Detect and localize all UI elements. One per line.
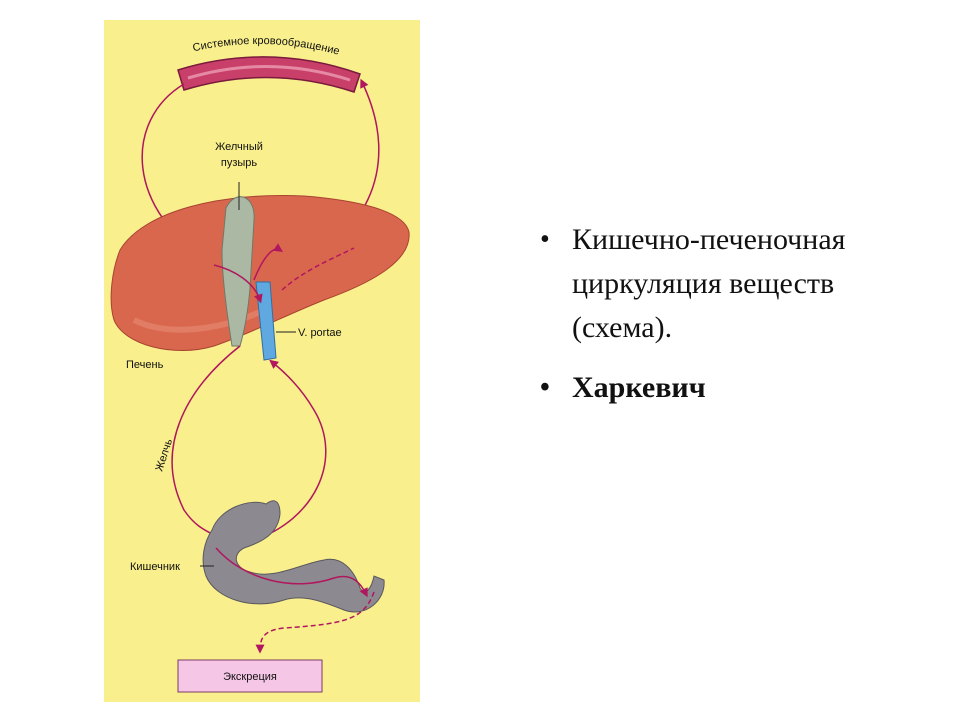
bullet-item-1-text: Кишечно-печеночная циркуляция веществ (с… [572,223,846,344]
arrow-intestine-to-portal [253,359,327,541]
arrow-through-intestine [215,547,368,598]
arrow-in-liver-1 [213,264,263,304]
excretion-box [177,659,323,693]
gallbladder-shape [221,196,255,347]
bullet-dot-icon: • [540,372,550,403]
bullet-item-1: • Кишечно-печеночная циркуляция веществ … [540,218,940,350]
systemic-circulation-vessel [177,56,361,93]
bullet-dot-icon: • [540,224,550,255]
liver-label: Печень [126,359,164,371]
bullet-item-2-text: Харкевич [572,371,706,404]
gallbladder-label-line1: Желчный [215,141,263,153]
arrow-to-excretion [255,591,375,654]
gallbladder-label-line2: пузырь [221,157,258,169]
arrow-in-liver-2 [281,247,355,291]
portal-vein-label: V. portae [298,327,342,339]
liver-shape [110,194,410,352]
liver-shading [132,307,266,333]
intestine-shape [202,500,385,613]
bullet-list: • Кишечно-печеночная циркуляция веществ … [540,218,940,410]
enterohepatic-circulation-diagram: Системное кровообращение Желчный пузырь … [104,20,420,702]
arrow-bile-to-intestine [171,345,241,538]
arrow-in-liver-3 [253,243,283,281]
excretion-label: Экскреция [223,671,277,683]
systemic-vessel-highlight [187,64,351,82]
bullet-item-2: • Харкевич [540,366,940,410]
intestine-label: Кишечник [130,561,180,573]
